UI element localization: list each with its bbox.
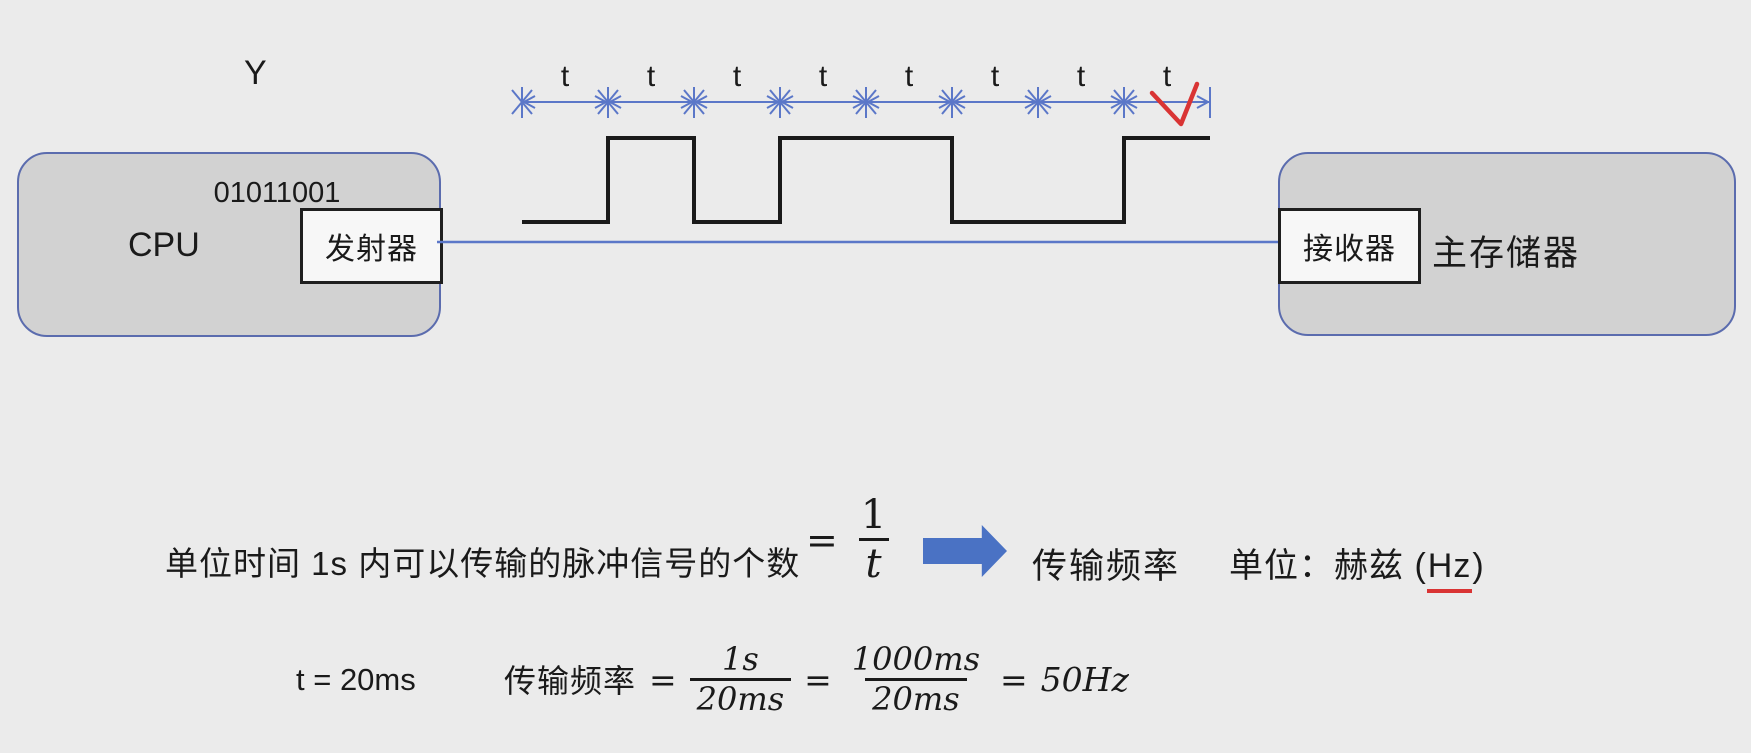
- frequency-formula: 传输频率 = 1s 20ms = 1000ms 20ms = 50Hz: [504, 636, 1129, 722]
- interval-label-t: t: [1077, 60, 1086, 93]
- interval-label-t: t: [561, 60, 570, 93]
- fraction-one-over-t: 1 t: [854, 492, 893, 587]
- memory-node: 接收器 主存储器: [1278, 152, 1736, 336]
- unit-symbol-hz: Hz: [1426, 547, 1473, 593]
- interval-label-t: t: [733, 60, 742, 93]
- formula-fraction-2: 1000ms 20ms: [845, 639, 987, 718]
- arrowhead-left: [951, 95, 966, 109]
- unit-suffix: ): [1472, 547, 1485, 585]
- arrowhead-left: [607, 95, 622, 109]
- definition-equation: = 1 t: [806, 492, 893, 587]
- arrowhead-right: [680, 95, 695, 109]
- arrowhead-left: [521, 95, 536, 109]
- cpu-node: 01011001 CPU 发射器: [17, 152, 443, 337]
- interval-label-t: t: [819, 60, 828, 93]
- interval-label-t: t: [1163, 60, 1172, 93]
- definition-text: 单位时间 1s 内可以传输的脉冲信号的个数: [165, 545, 801, 582]
- arrowhead-right: [1110, 95, 1125, 109]
- cpu-label: CPU: [128, 226, 200, 264]
- arrowhead-right: [1196, 95, 1211, 109]
- formula-equals-3: =: [1000, 659, 1028, 699]
- memory-label: 主存储器: [1432, 234, 1581, 273]
- transmitter-label: 发射器: [325, 233, 418, 266]
- equals-sign: =: [806, 517, 838, 562]
- fraction2-denominator: 20ms: [865, 677, 967, 718]
- t-value-label: t = 20ms: [296, 662, 416, 697]
- arrowhead-left: [865, 95, 880, 109]
- formula-fraction-1: 1s 20ms: [689, 639, 792, 718]
- arrowhead-right: [766, 95, 781, 109]
- pulse-waveform: [522, 136, 1210, 224]
- formula-result: 50Hz: [1040, 659, 1129, 699]
- interval-label-t: t: [647, 60, 656, 93]
- fraction2-numerator: 1000ms: [851, 639, 981, 678]
- fraction-denominator: t: [858, 538, 889, 587]
- frequency-label: 传输频率: [1032, 547, 1181, 586]
- binary-data-label: 01011001: [213, 177, 341, 209]
- receiver-box: 接收器: [1278, 208, 1421, 284]
- formula-equals-2: =: [804, 659, 832, 699]
- fraction1-denominator: 20ms: [689, 677, 792, 718]
- arrowhead-left: [1037, 95, 1052, 109]
- arrowhead-left: [693, 95, 708, 109]
- arrowhead-right: [594, 95, 609, 109]
- interval-label-t: t: [991, 60, 1000, 93]
- arrowhead-left: [779, 95, 794, 109]
- receiver-label: 接收器: [1303, 233, 1396, 266]
- unit-label: 单位：赫兹 (Hz): [1229, 538, 1485, 593]
- transmitter-box: 发射器: [300, 208, 443, 284]
- interval-label-t: t: [905, 60, 914, 93]
- checkmark-annotation: [1149, 81, 1200, 127]
- formula-freq-label: 传输频率: [504, 662, 637, 700]
- formula-equals-1: =: [649, 659, 677, 699]
- unit-prefix: 单位：赫兹 (: [1229, 547, 1427, 585]
- fraction1-numerator: 1s: [722, 639, 759, 678]
- arrowhead-left: [1123, 95, 1138, 109]
- arrowhead-right: [852, 95, 867, 109]
- arrowhead-right: [1024, 95, 1039, 109]
- fraction-numerator: 1: [860, 492, 887, 538]
- label-y: Y: [244, 54, 267, 92]
- arrowhead-right: [938, 95, 953, 109]
